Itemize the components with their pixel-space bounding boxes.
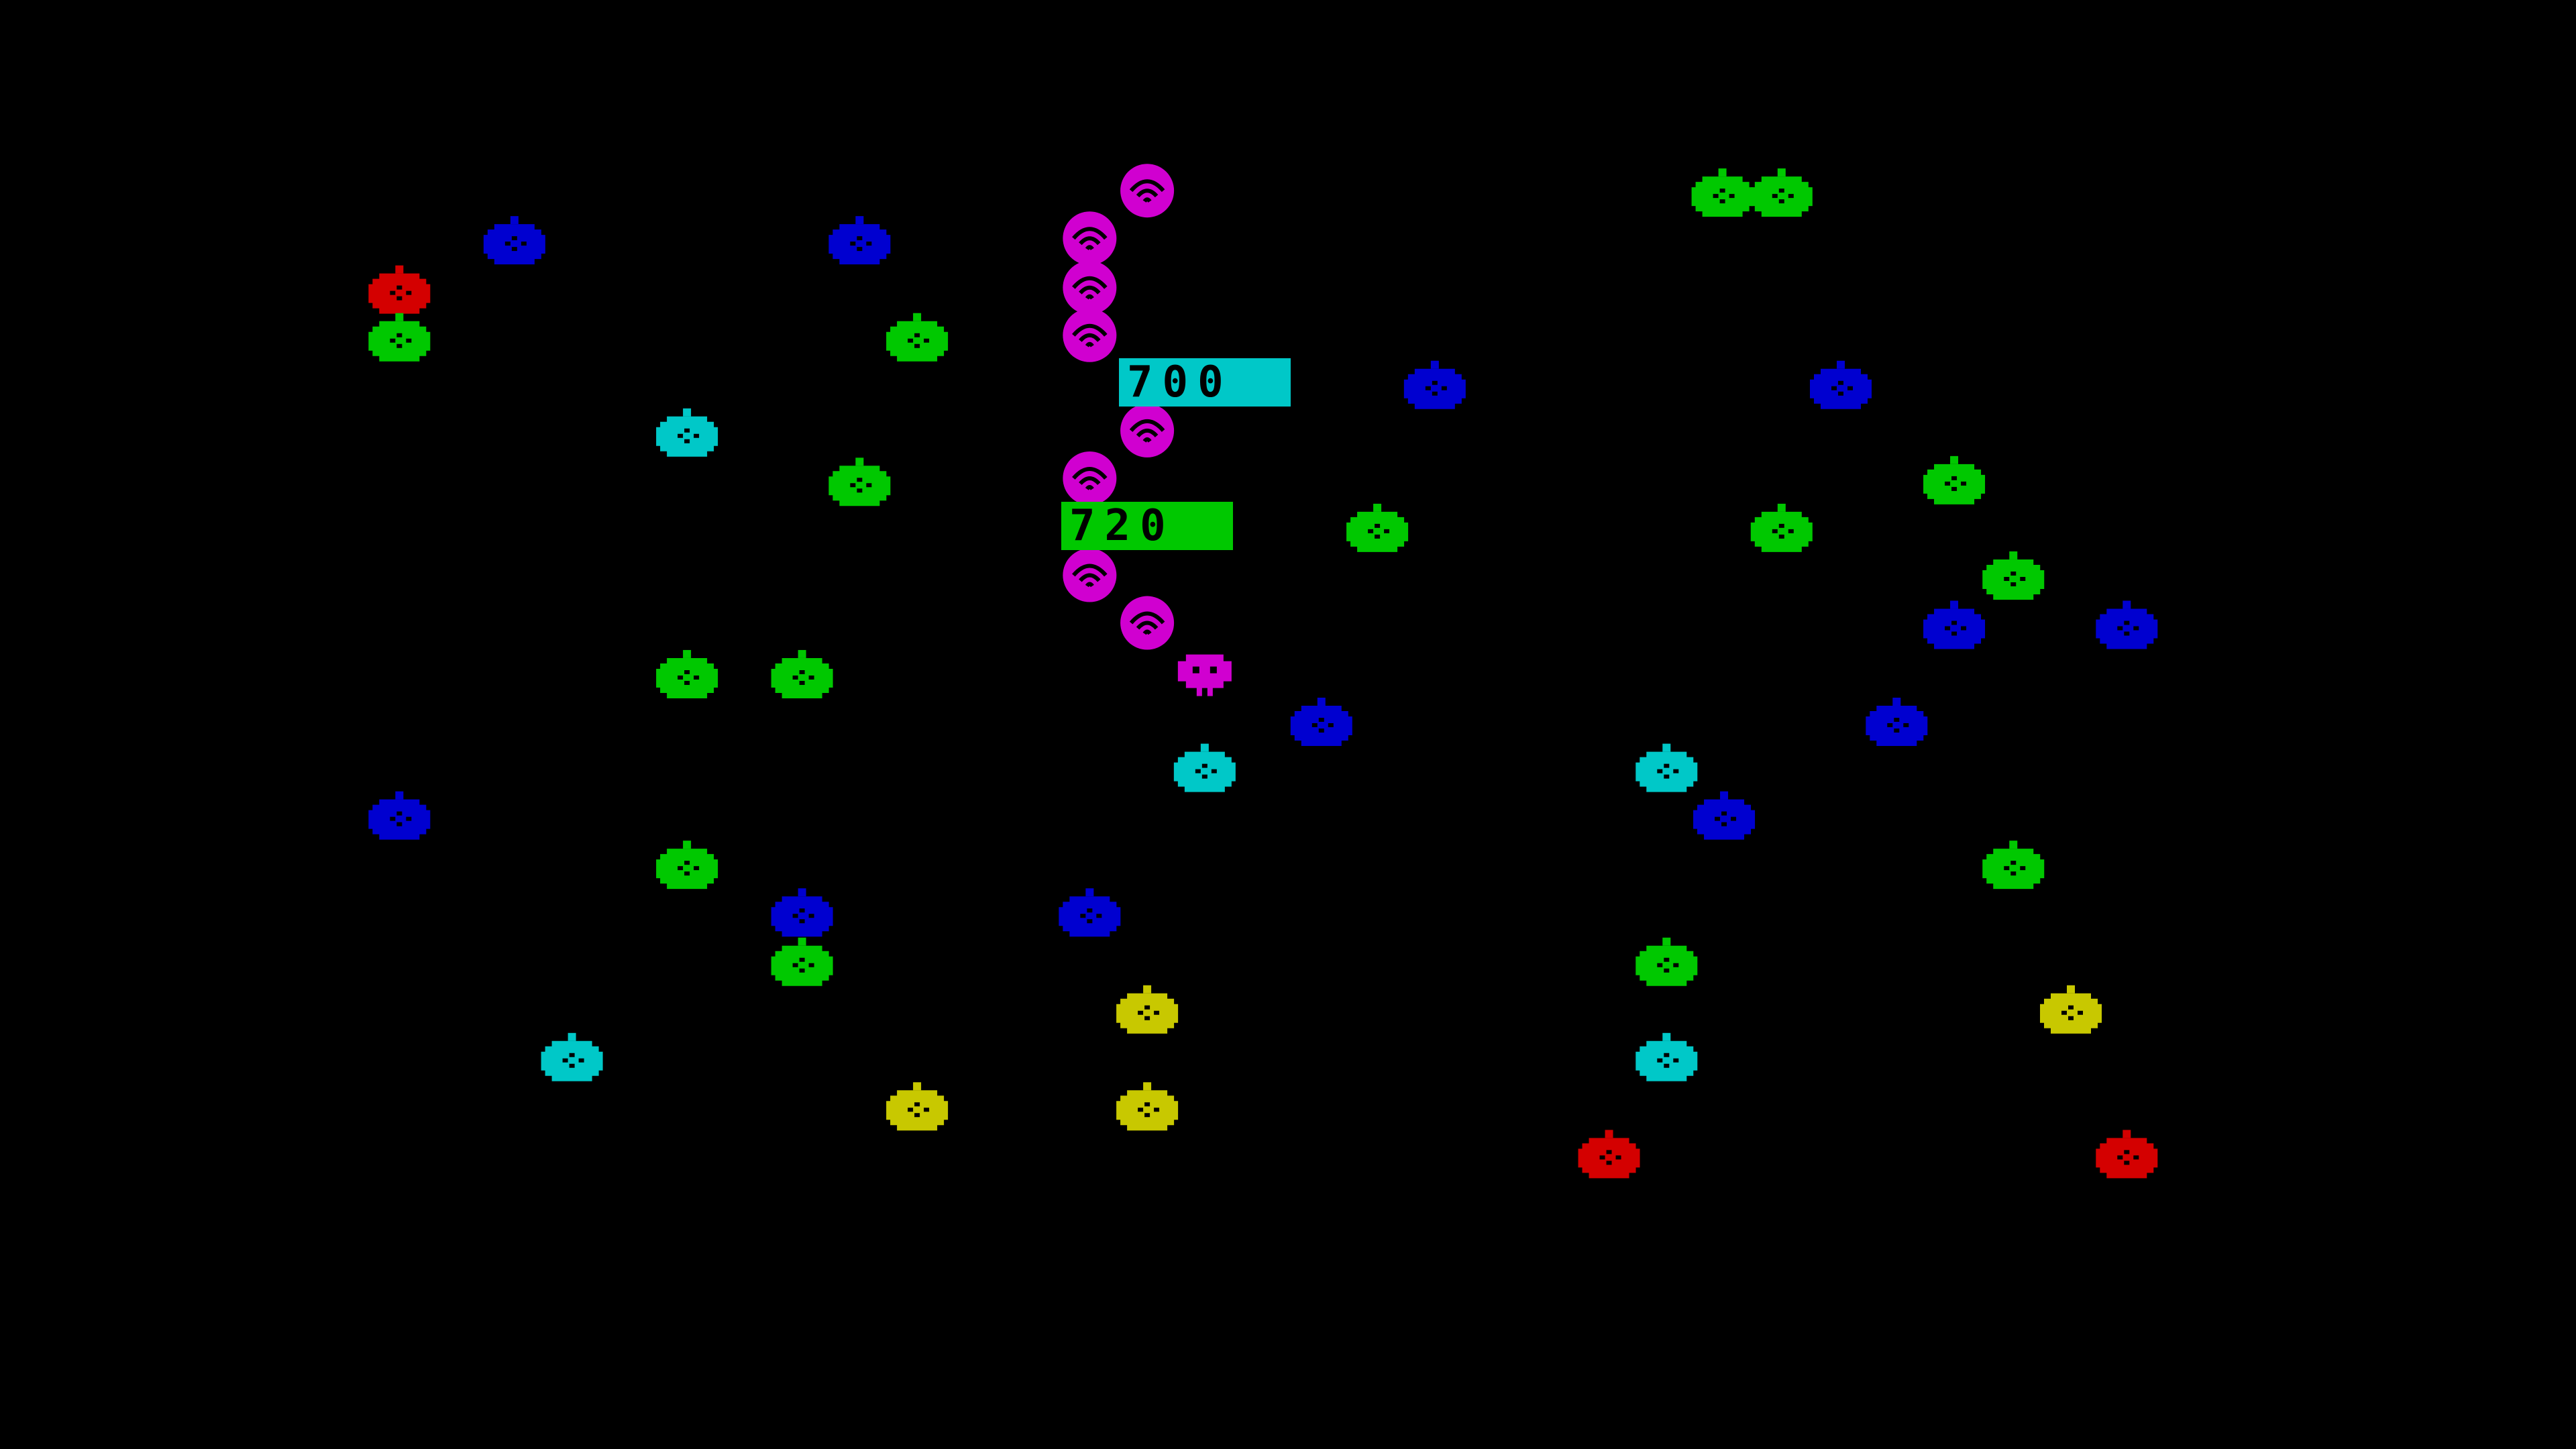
score-popup-value: 720 [1069,501,1175,551]
mushroom-icon [1982,841,2045,890]
mushroom-icon [1635,937,1698,986]
score-popup: 720 [1061,502,1233,550]
mushroom-icon [771,888,833,937]
centipede-body-icon [1120,596,1175,650]
centipede-body-icon [1063,260,1117,315]
mushroom-icon [1635,743,1698,792]
mushroom-icon [541,1032,603,1081]
mushroom-icon [368,313,431,362]
mushroom-icon [656,841,718,890]
mushroom-icon [1173,743,1236,792]
centipede-body-icon [1120,164,1175,218]
score-popup: 700 [1119,358,1291,407]
mushroom-icon [2096,1130,2158,1179]
mushroom-icon [2040,985,2102,1034]
mushroom-icon [1290,698,1352,746]
mushroom-icon [886,1082,949,1131]
mushroom-icon [1923,600,1986,649]
centipede-body-icon [1063,548,1117,602]
mushroom-icon [1116,1082,1179,1131]
score-popup-value: 700 [1127,358,1233,407]
mushroom-icon [1635,1032,1698,1081]
centipede-body-icon [1063,451,1117,505]
mushroom-icon [1059,888,1121,937]
mushroom-icon [1810,360,1872,409]
mushroom-icon [1866,698,1928,746]
mushroom-icon [886,313,949,362]
centipede-body-icon [1063,211,1117,266]
mushroom-icon [2096,600,2158,649]
mushroom-icon [771,937,833,986]
mushroom-icon [483,216,545,265]
mushroom-icon [1750,503,1813,552]
mushroom-icon [656,408,718,457]
mushroom-icon [828,216,891,265]
mushroom-icon [1691,168,1754,217]
mushroom-icon [1116,985,1179,1034]
centipede-body-icon [1120,403,1175,458]
mushroom-icon [1693,791,1756,840]
mushroom-icon [1982,551,2045,600]
mushroom-icon [771,649,833,698]
mushroom-icon [1750,168,1813,217]
mushroom-icon [656,649,718,698]
mushroom-icon [1346,503,1409,552]
centipede-head-icon [1177,654,1232,696]
mushroom-icon [1578,1130,1640,1179]
centipede-body-icon [1063,308,1117,362]
mushroom-icon [368,265,431,314]
mushroom-icon [828,458,891,506]
mushroom-icon [1403,360,1466,409]
mushroom-icon [368,791,431,840]
mushroom-icon [1923,455,1986,504]
